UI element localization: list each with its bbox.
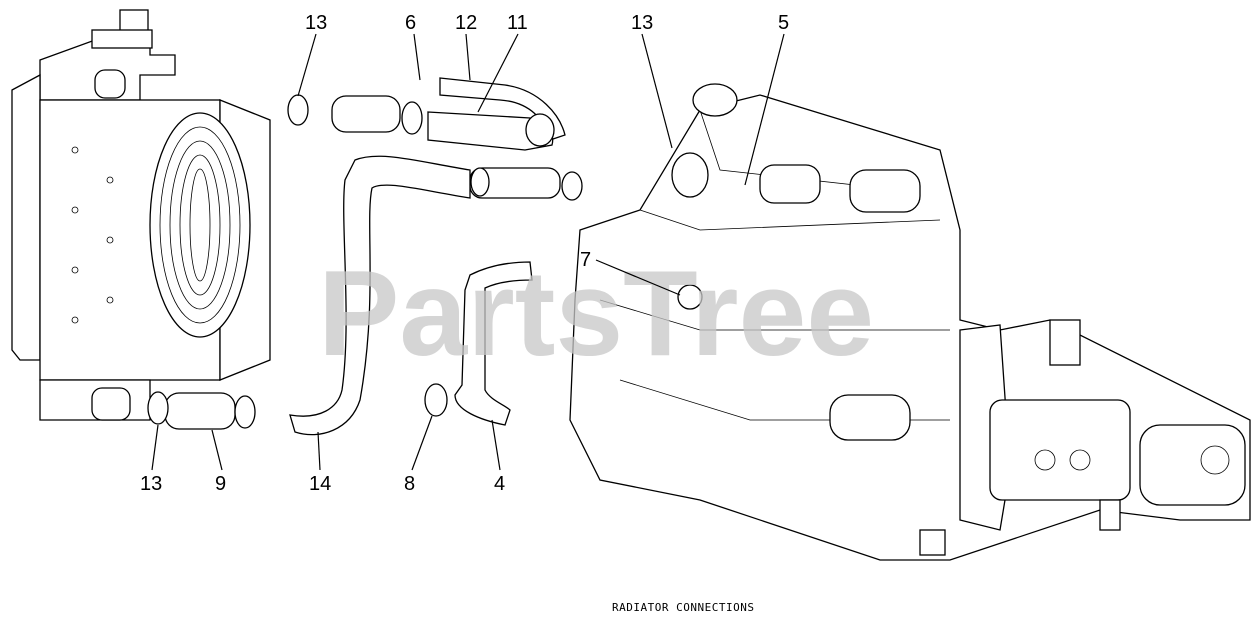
callout-6: 6 <box>405 12 416 34</box>
hose-clamp-6 <box>401 101 423 135</box>
callout-12: 12 <box>455 12 477 34</box>
callout-14: 14 <box>309 473 331 495</box>
callout-13-bottom: 13 <box>140 473 162 495</box>
watermark-text: PartsTree <box>318 245 874 381</box>
engine-fitting-7 <box>677 284 703 310</box>
callout-8: 8 <box>404 473 415 495</box>
engine-assembly <box>569 83 1251 561</box>
hose-4 <box>454 261 533 426</box>
callout-11: 11 <box>507 12 528 34</box>
hose-clamp-13-bottom <box>147 391 169 425</box>
callout-13-top: 13 <box>305 12 327 34</box>
callout-9: 9 <box>215 473 226 495</box>
callout-5: 5 <box>778 12 789 34</box>
hose-parts <box>147 77 583 436</box>
callout-13-engine: 13 <box>631 12 653 34</box>
diagram-caption: RADIATOR CONNECTIONS <box>612 601 754 614</box>
upper-hose-segment <box>331 95 401 133</box>
radiator <box>11 9 271 421</box>
callout-labels: 13 6 12 11 13 5 7 13 9 14 8 4 <box>140 12 789 495</box>
hose-9 <box>164 392 236 430</box>
callout-7: 7 <box>580 249 591 271</box>
hose-clamp-8 <box>424 383 448 417</box>
leader-lines <box>151 33 785 471</box>
hose-clamp-13-top <box>287 94 309 126</box>
hose-14 <box>289 155 471 436</box>
callout-4: 4 <box>494 473 505 495</box>
hose-12 <box>439 77 566 141</box>
